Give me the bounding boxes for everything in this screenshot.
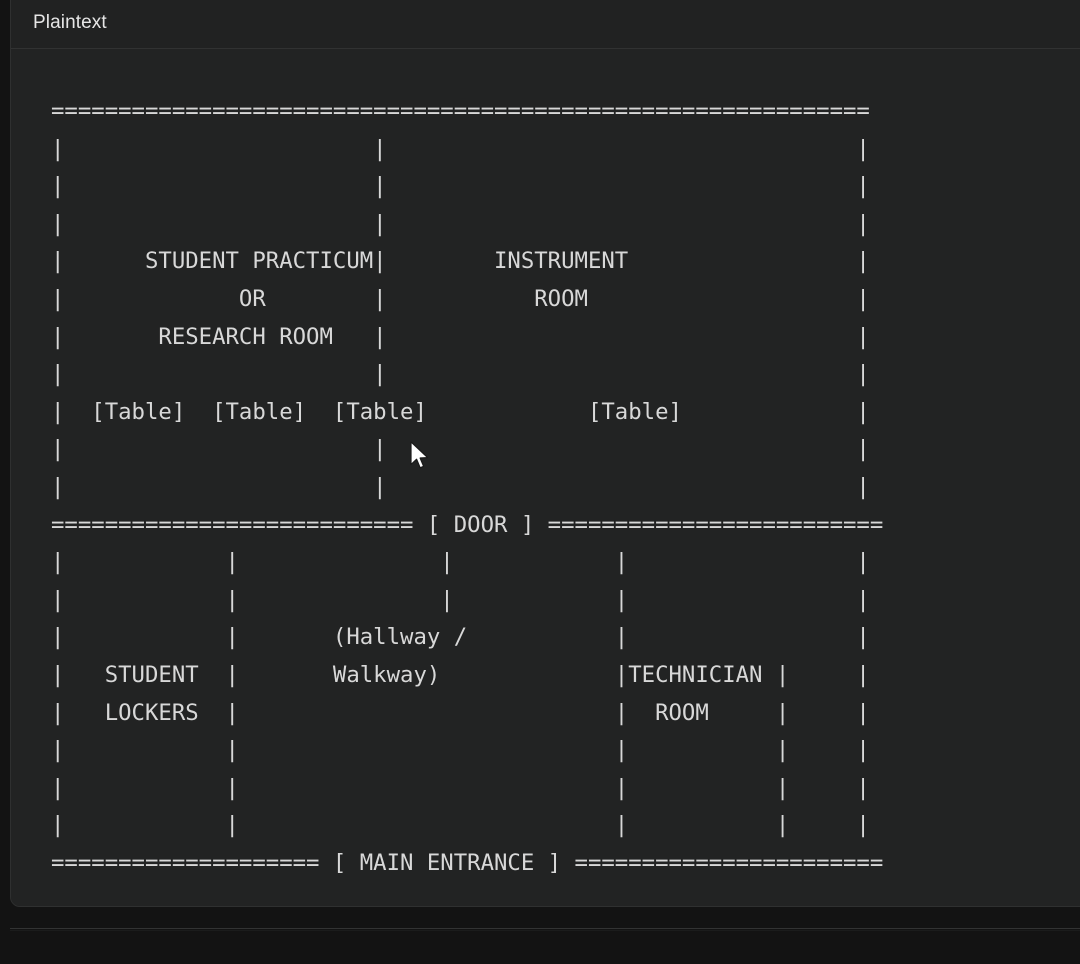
language-label: Plaintext xyxy=(33,12,107,33)
code-block-header: Plaintext xyxy=(11,0,1080,49)
section-divider-shadow xyxy=(10,930,1080,931)
section-divider xyxy=(10,928,1080,929)
ascii-floor-plan[interactable]: ========================================… xyxy=(51,98,884,876)
code-block-card: Plaintext ==============================… xyxy=(10,0,1080,907)
code-block-body[interactable]: ========================================… xyxy=(11,49,1080,906)
